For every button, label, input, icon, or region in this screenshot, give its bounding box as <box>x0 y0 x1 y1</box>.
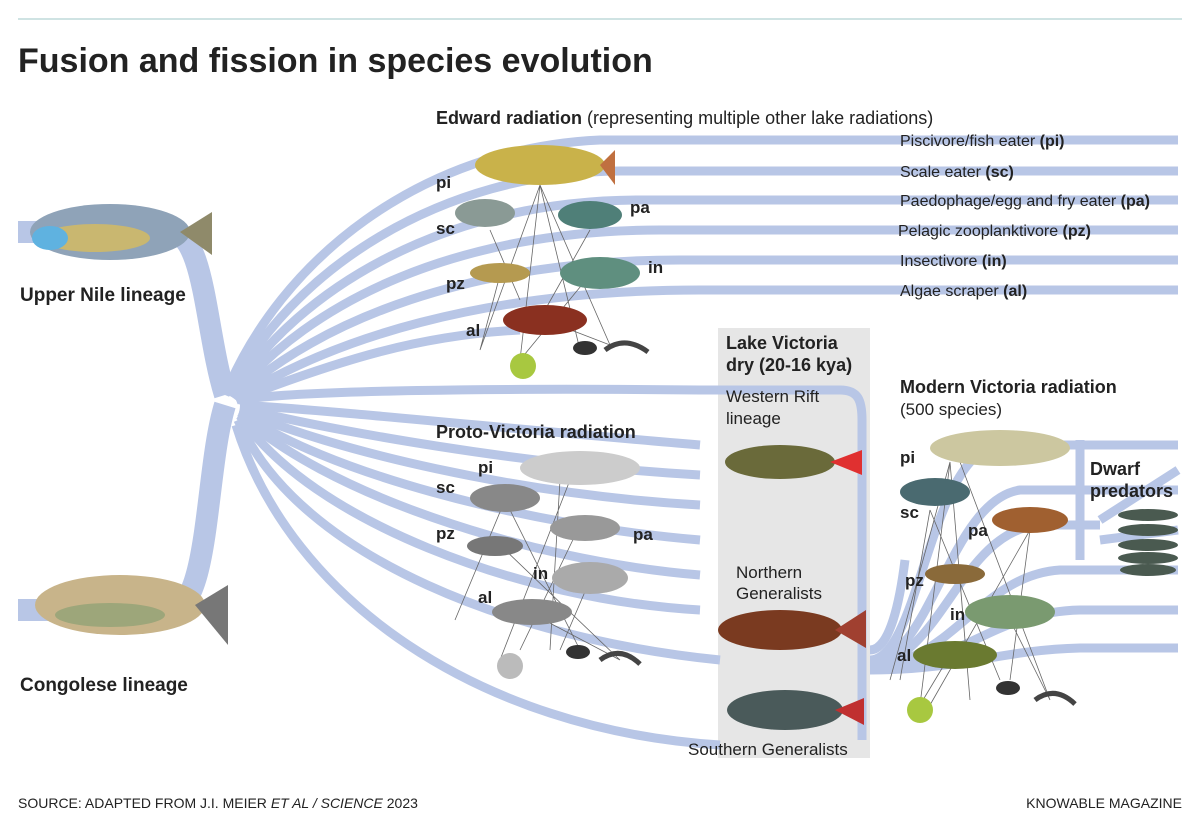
publisher-credit: KNOWABLE MAGAZINE <box>1026 795 1182 811</box>
svg-text:al: al <box>897 646 911 665</box>
southern-generalists-label: Southern Generalists <box>688 740 848 759</box>
modern-subheading: (500 species) <box>900 400 1002 419</box>
upper-nile-fish <box>30 204 212 260</box>
edward-heading: Edward radiation (representing multiple … <box>436 108 933 128</box>
congolese-label: Congolese lineage <box>20 675 188 696</box>
svg-text:sc: sc <box>900 503 919 522</box>
edward-branch-al <box>233 285 1178 403</box>
svg-text:pi: pi <box>436 173 451 192</box>
svg-text:pa: pa <box>968 521 988 540</box>
western-rift-label-2: lineage <box>726 409 781 428</box>
modern-fish-labels: pi sc pa pz in al <box>897 448 988 665</box>
svg-text:pa: pa <box>630 198 650 217</box>
page-title: Fusion and fission in species evolution <box>18 42 653 80</box>
lake-victoria-heading-2: dry (20-16 kya) <box>726 355 852 375</box>
edward-branch-pz <box>228 225 1178 400</box>
western-rift-fish <box>725 445 862 479</box>
svg-text:Piscivore/fish eater (pi): Piscivore/fish eater (pi) <box>900 133 1064 150</box>
svg-text:Scale eater (sc): Scale eater (sc) <box>900 164 1014 181</box>
upper-nile-label: Upper Nile lineage <box>20 285 186 306</box>
northern-generalists-label: Northern <box>736 563 802 582</box>
proto-foodweb <box>454 451 642 679</box>
svg-text:al: al <box>466 321 480 340</box>
svg-text:Insectivore (in): Insectivore (in) <box>900 253 1007 270</box>
svg-text:pz: pz <box>905 571 924 590</box>
proto-branch-1 <box>239 400 701 450</box>
modern-foodweb <box>889 430 1077 723</box>
proto-heading: Proto-Victoria radiation <box>436 422 636 442</box>
dwarf-predator-fish <box>1118 509 1178 576</box>
svg-text:in: in <box>950 605 965 624</box>
western-rift-branch <box>237 384 867 740</box>
congolese-fish <box>35 575 228 645</box>
edward-branch-extra <box>234 325 521 405</box>
svg-text:Paedophage/egg and fry eater (: Paedophage/egg and fry eater (pa) <box>900 193 1150 210</box>
svg-text:pi: pi <box>478 458 493 477</box>
southern-generalists-fish <box>727 690 864 730</box>
northern-generalists-label-2: Generalists <box>736 584 822 603</box>
svg-text:sc: sc <box>436 219 455 238</box>
lake-victoria-dry-box <box>718 328 870 758</box>
lake-victoria-heading: Lake Victoria <box>726 333 839 353</box>
guild-labels: Piscivore/fish eater (pi) Scale eater (s… <box>898 133 1150 300</box>
svg-text:pz: pz <box>446 274 465 293</box>
modern-heading: Modern Victoria radiation <box>900 377 1117 397</box>
dwarf-predators-label: Dwarf <box>1090 459 1141 479</box>
svg-text:sc: sc <box>436 478 455 497</box>
proto-fish-labels: pi sc pz pa in al <box>436 458 653 607</box>
svg-text:Algae scraper (al): Algae scraper (al) <box>900 283 1027 300</box>
svg-text:al: al <box>478 588 492 607</box>
svg-text:Pelagic zooplanktivore (pz): Pelagic zooplanktivore (pz) <box>898 223 1091 240</box>
svg-text:pa: pa <box>633 525 653 544</box>
edward-foodweb <box>455 145 650 379</box>
edward-fish-labels: pi sc pa pz in al <box>436 173 663 340</box>
svg-text:in: in <box>648 258 663 277</box>
dwarf-predators-label-2: predators <box>1090 481 1173 501</box>
western-rift-label: Western Rift <box>726 387 819 406</box>
svg-text:in: in <box>533 564 548 583</box>
northern-generalists-fish <box>718 610 866 650</box>
svg-text:pz: pz <box>436 524 455 543</box>
source-credit: SOURCE: ADAPTED FROM J.I. MEIER ET AL / … <box>18 795 418 811</box>
svg-text:pi: pi <box>900 448 915 467</box>
